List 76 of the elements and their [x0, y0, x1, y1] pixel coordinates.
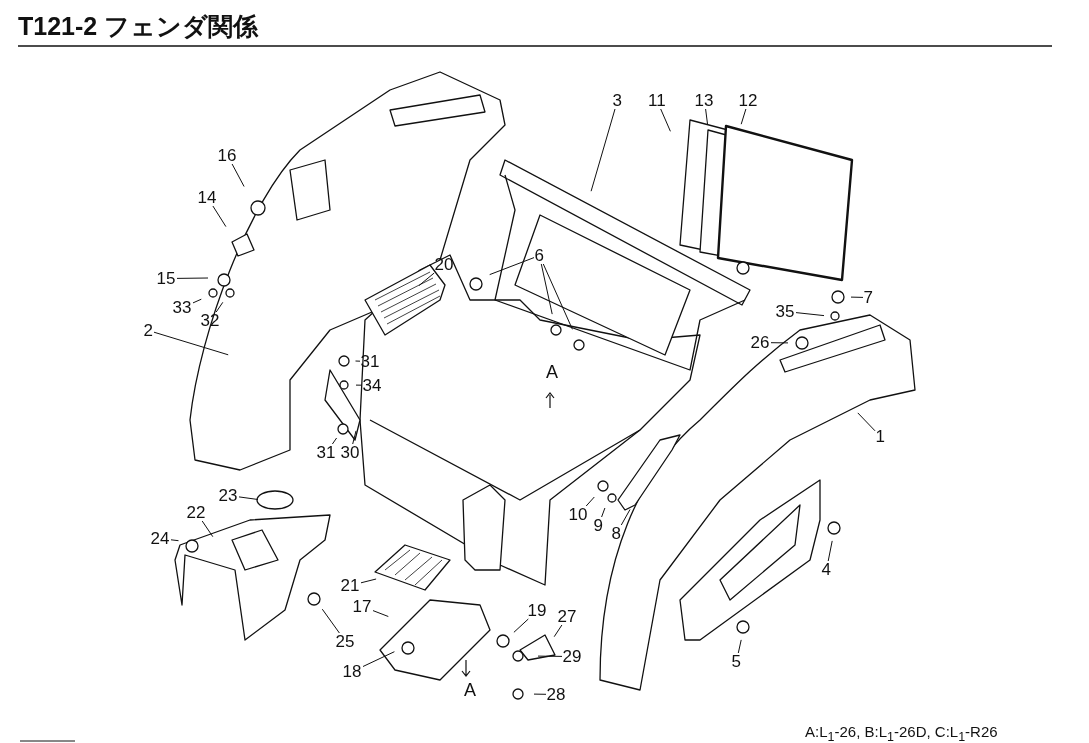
callout-number: 35	[774, 302, 796, 320]
callout-number: 4	[820, 560, 832, 578]
callout-number: 21	[339, 576, 361, 594]
callout-number: 22	[185, 503, 207, 521]
callout-number: 19	[526, 601, 548, 619]
leader-line	[489, 257, 535, 276]
leader-line	[590, 108, 616, 192]
section-mark: A	[464, 679, 476, 701]
leader-line	[620, 509, 631, 526]
leader-line	[231, 163, 245, 187]
callout-number: 29	[561, 647, 583, 665]
leader-line	[585, 496, 595, 507]
leader-line	[238, 496, 259, 500]
callout-number: 5	[730, 652, 742, 670]
callout-number: 28	[545, 685, 567, 703]
callout-number: 25	[334, 632, 356, 650]
leader-line	[553, 624, 563, 638]
leader-line	[170, 539, 179, 542]
callout-number: 13	[693, 91, 715, 109]
callout-number: 12	[737, 91, 759, 109]
leader-line	[355, 360, 361, 362]
callout-number: 6	[533, 246, 545, 264]
callout-number: 1	[874, 427, 886, 445]
leader-line	[533, 693, 547, 695]
callout-number: 31	[315, 443, 337, 461]
leader-line	[215, 301, 224, 313]
leader-line	[201, 520, 214, 538]
leader-line	[352, 430, 357, 445]
model-note: A:L$_{1}$-26, B:L$_{1}$-26D, C:L$_{1}$-R26	[805, 722, 998, 743]
callout-number: 8	[610, 524, 622, 542]
leader-line	[705, 108, 708, 125]
leader-line	[372, 610, 389, 617]
callout-number: 24	[149, 529, 171, 547]
leader-line	[537, 655, 563, 657]
leader-line	[740, 108, 747, 125]
leader-line	[795, 312, 825, 317]
callout-number: 11	[647, 91, 667, 109]
callout-number: 20	[433, 255, 455, 273]
leader-line	[153, 331, 229, 356]
callout-number: 10	[567, 505, 589, 523]
leader-line	[355, 384, 363, 386]
callout-number: 27	[556, 607, 578, 625]
callout-number: 14	[196, 188, 218, 206]
leader-line	[542, 263, 573, 330]
callout-number: 3	[611, 91, 623, 109]
callout-number: 23	[217, 486, 239, 504]
leader-line	[418, 272, 435, 286]
callout-number: 30	[339, 443, 361, 461]
callout-number: 2	[142, 321, 154, 339]
leader-line	[540, 263, 553, 315]
leader-line	[850, 296, 864, 298]
callout-number: 16	[216, 146, 238, 164]
leader-line	[737, 639, 742, 654]
leader-line	[857, 412, 876, 432]
leader-line	[601, 507, 606, 518]
leader-line	[362, 651, 395, 667]
callout-number: 33	[171, 298, 193, 316]
title: T121-2 フェンダ関係	[18, 11, 259, 42]
leader-line	[321, 608, 340, 634]
leader-line	[513, 618, 529, 633]
leader-line	[360, 578, 377, 584]
leader-line	[192, 298, 202, 304]
leader-line	[212, 205, 227, 228]
leader-line	[660, 108, 671, 132]
leader-line	[827, 540, 833, 562]
leader-line	[331, 437, 338, 445]
leader-line	[770, 342, 789, 344]
callout-number: 34	[361, 376, 383, 394]
callout-number: 18	[341, 662, 363, 680]
callout-number: 15	[155, 269, 177, 287]
callout-number: 9	[592, 516, 604, 534]
section-mark: A	[546, 361, 558, 383]
leader-line	[176, 277, 209, 279]
callout-number: 26	[749, 333, 771, 351]
callout-number: 7	[862, 288, 874, 306]
callout-number: 17	[351, 597, 373, 615]
